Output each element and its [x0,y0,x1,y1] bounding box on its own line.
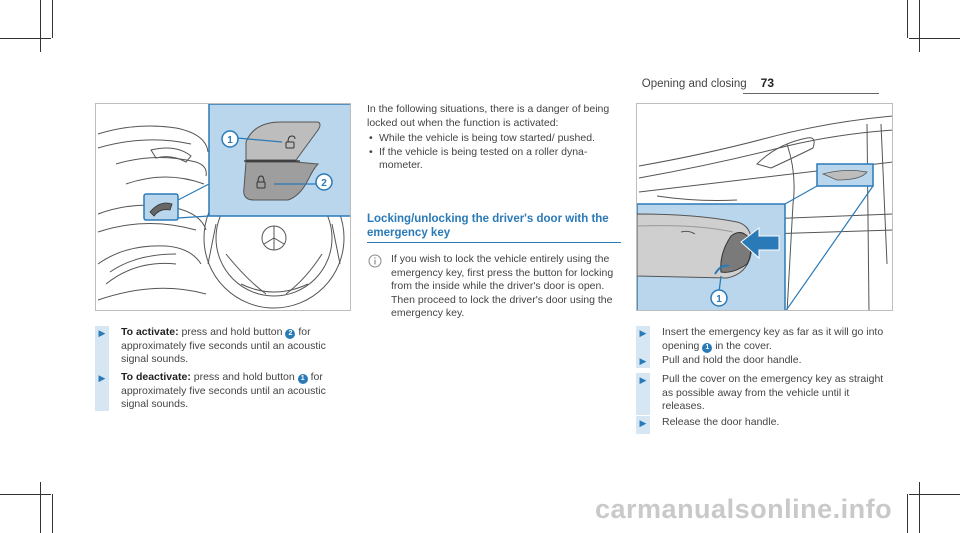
step-bar [636,416,650,434]
note-text: If you wish to lock the vehicle entirely… [391,253,614,320]
step-arrow-icon: ▶ [639,356,647,366]
lockout-warning: In the following situations, there is a … [367,103,617,173]
crop-mark [919,482,920,533]
opening-1-ref: 1 [702,342,713,353]
heading-rule [367,242,621,243]
crop-mark [907,0,908,38]
section-heading: Locking/unlocking the driver's door with… [367,213,609,239]
intro-paragraph: In the following situations, there is a … [367,103,610,129]
list-item: While the vehicle is being tow started/ … [367,132,617,146]
step-arrow-icon: ▶ [639,375,647,385]
crop-mark [0,38,51,39]
step-arrow-icon: ▶ [98,373,106,383]
callout-1-right: 1 [716,294,722,305]
step-deactivate: ▶ To deactivate: press and hold button 1… [95,371,353,411]
crop-mark [909,38,960,39]
step-text: Pull and hold the door handle. [662,354,802,366]
step-label: To deactivate: [121,371,191,383]
page-number: 73 [760,76,774,90]
running-header: Opening and closing 73 [642,76,774,90]
step-bar [95,371,109,411]
step-bar [636,373,650,415]
situation-list: While the vehicle is being tow started/ … [367,132,617,173]
crop-mark [40,482,41,533]
step-text-after: in the cover. [712,339,772,352]
crop-mark [40,0,41,52]
step-arrow-icon: ▶ [639,328,647,338]
step-text: Release the door handle. [662,416,780,428]
step-release-handle: ▶ Release the door handle. [636,416,892,434]
step-arrow-icon: ▶ [639,418,647,428]
button-2-ref: 2 [285,329,296,339]
step-bar [636,326,650,354]
callout-2-left: 2 [321,178,327,189]
door-handle-illustration: 1 [637,115,892,310]
step-arrow-icon: ▶ [98,328,106,338]
header-rule [743,93,879,94]
door-lock-button-figure: 1 2 [95,103,351,311]
crop-mark [907,494,908,533]
button-1-ref: 1 [297,374,308,384]
crop-mark [52,0,53,38]
step-text: Insert the emergency key as far as it wi… [662,326,892,353]
crop-mark [909,494,960,495]
info-note: If you wish to lock the vehicle entirely… [367,253,621,321]
crop-mark [52,494,53,533]
door-handle-figure: 1 [636,103,893,311]
step-text-after: for approximately five seconds until an … [121,326,326,366]
step-insert-key: ▶ Insert the emergency key as far as it … [636,326,892,354]
step-activate: ▶ To activate: press and hold button 2 f… [95,326,353,382]
step-text-before: press and hold button [178,326,286,338]
step-text-before: press and hold button [190,371,298,383]
step-bar [95,326,109,382]
crop-mark [919,0,920,52]
step-text-before: Insert the emergency key as far as it wi… [662,326,884,352]
step-text-after: for approximately five seconds until an … [121,371,326,411]
callout-1-left: 1 [227,135,233,146]
door-interior-illustration: 1 2 [97,104,350,309]
step-pull-handle: ▶ Pull and hold the door handle. [636,354,892,368]
step-label: To activate: [121,326,179,338]
step-pull-cover: ▶ Pull the cover on the emergency key as… [636,373,892,415]
step-text: Pull the cover on the emergency key as s… [662,373,884,413]
watermark: carmanualsonline.info [595,494,893,524]
step-bar [636,354,650,368]
list-item: If the vehicle is being tested on a roll… [367,146,617,173]
step-text: To deactivate: press and hold button 1 f… [121,371,353,412]
section-title: Opening and closing [641,78,747,90]
step-text: To activate: press and hold button 2 for… [121,326,353,367]
crop-mark [0,494,51,495]
info-icon [368,254,382,268]
